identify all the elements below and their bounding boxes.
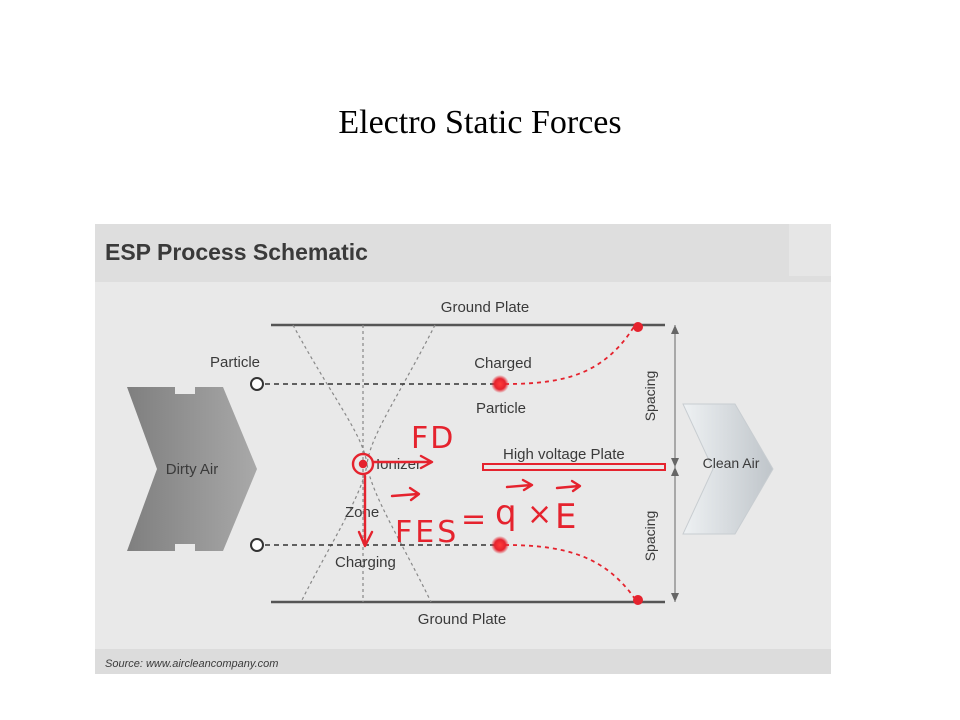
clean-air-label: Clean Air	[703, 455, 760, 471]
header-corner-panel	[789, 224, 831, 276]
dirty-air-label: Dirty Air	[166, 461, 219, 478]
high-voltage-plate-label: High voltage Plate	[503, 446, 625, 463]
charged-particle-top	[491, 375, 509, 393]
spacing-arrowhead	[671, 593, 679, 602]
esp-schematic-diagram: ESP Process Schematic Source: www.aircle…	[95, 224, 831, 674]
spacing-arrowhead	[671, 458, 679, 467]
clean-air-arrow	[682, 403, 774, 535]
incoming-particle-bottom	[250, 538, 264, 552]
vector-arrow-annotation	[390, 486, 421, 502]
figure-heading: ESP Process Schematic	[105, 239, 368, 265]
zone-label: Zone	[345, 504, 379, 521]
fes-force-arrow	[357, 474, 374, 548]
fd-handwriting: FD	[411, 421, 455, 456]
q-handwriting: q	[495, 493, 517, 533]
fd-force-arrow	[371, 454, 434, 470]
fes-handwriting: FES	[395, 515, 459, 550]
collected-particle-top	[633, 322, 643, 332]
ionizer-circle-annotation	[351, 452, 375, 476]
ground-plate-bottom-label: Ground Plate	[418, 611, 506, 628]
vector-arrow-annotation	[555, 479, 582, 493]
spacing-arrowhead	[671, 467, 679, 476]
charged-label-line1: Charged	[474, 355, 532, 372]
charged-label-line2: Particle	[476, 400, 526, 417]
high-voltage-plate	[482, 463, 666, 471]
spacing-arrowhead	[671, 325, 679, 334]
charged-path-bottom	[504, 544, 636, 600]
incoming-particle-top	[250, 377, 264, 391]
ionizer-dot-annotation	[358, 459, 368, 469]
ground-plate-top-label: Ground Plate	[441, 299, 529, 316]
particle-label: Particle	[210, 354, 260, 371]
vector-arrow-annotation	[505, 478, 534, 492]
esp-schematic-figure: ESP Process Schematic Source: www.aircle…	[95, 224, 831, 674]
charged-path-top	[504, 324, 636, 385]
spacing-top-label: Spacing	[642, 371, 658, 422]
spacing-bottom-label: Spacing	[642, 511, 658, 562]
times-handwriting: ×	[527, 497, 552, 532]
collected-particle-bottom	[633, 595, 643, 605]
equals-handwriting: =	[461, 502, 486, 537]
charging-label: Charging	[335, 554, 396, 571]
e-handwriting: E	[555, 497, 576, 537]
charged-particle-bottom	[491, 536, 509, 554]
figure-footer-band	[95, 649, 831, 674]
figure-header-band	[95, 224, 831, 282]
handwritten-annotations	[351, 452, 582, 548]
source-credit: Source: www.aircleancompany.com	[105, 658, 278, 670]
ionizer-label: Ionizer	[376, 456, 421, 473]
slide-title: Electro Static Forces	[338, 104, 622, 141]
dirty-air-arrow	[127, 387, 257, 551]
